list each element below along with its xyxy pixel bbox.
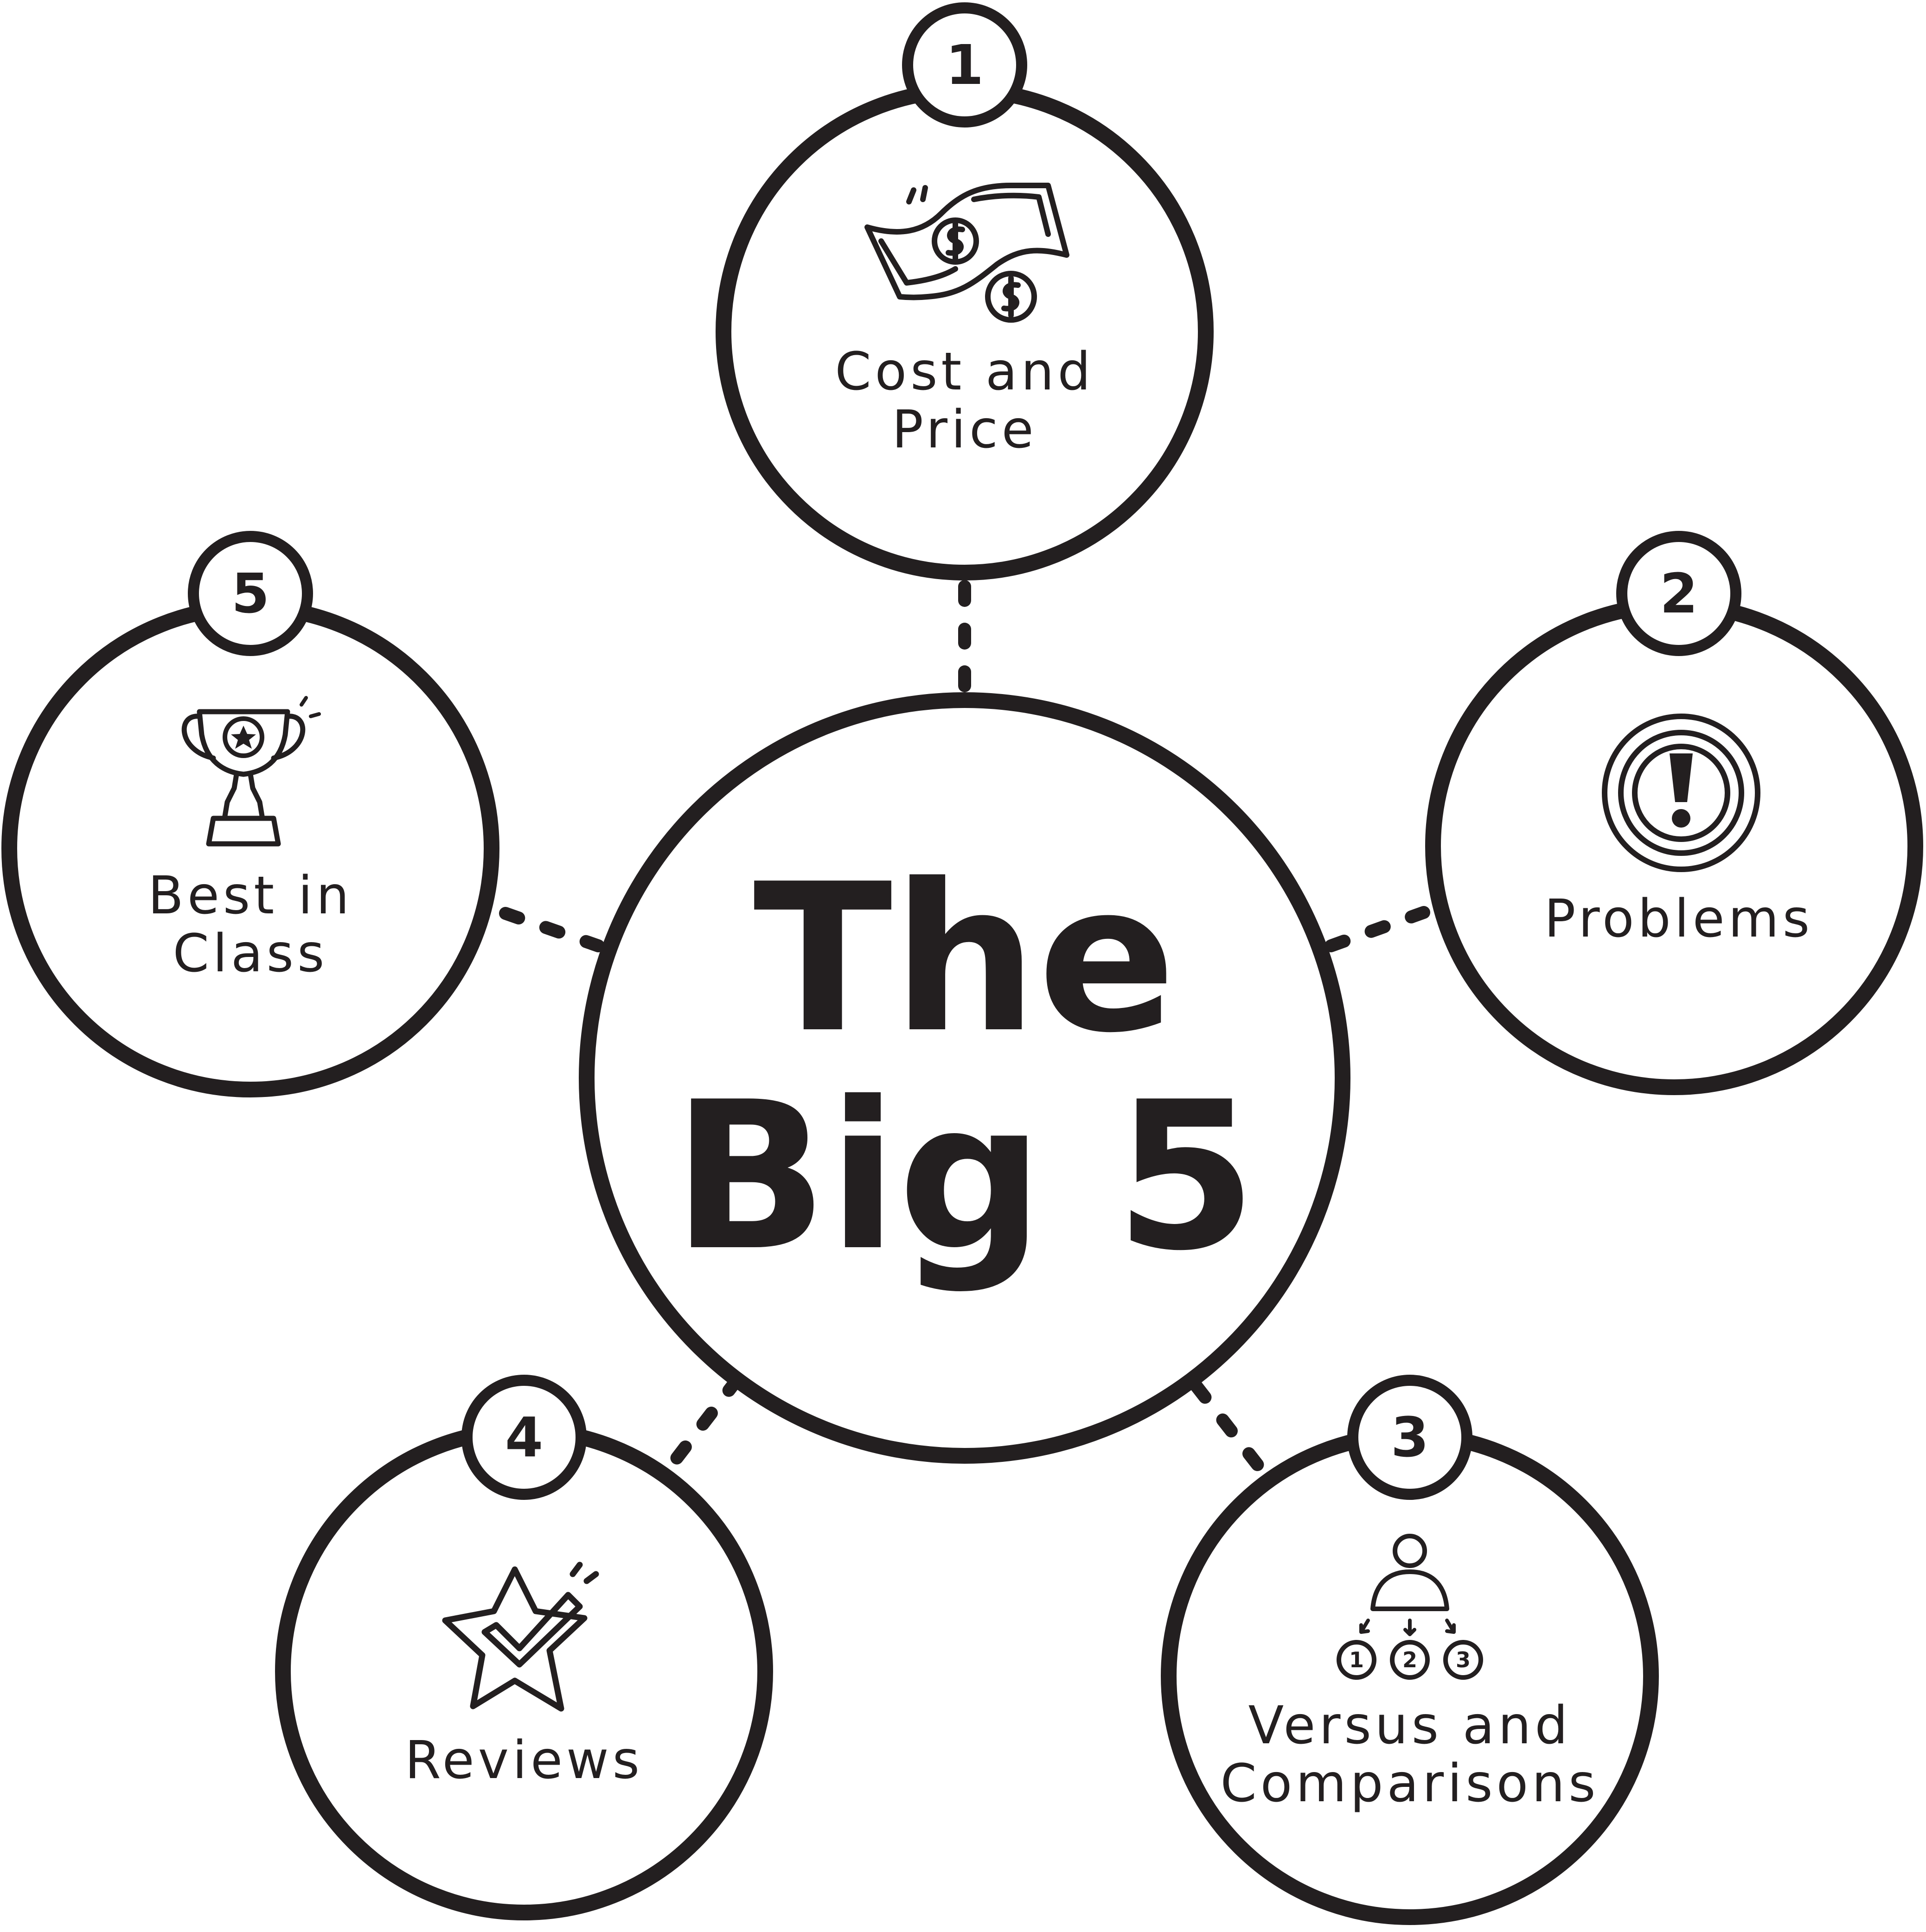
node-2-number: 2	[1660, 561, 1698, 625]
node-4-label: Reviews	[405, 1730, 643, 1791]
node-1-number: 1	[946, 33, 984, 97]
node-4: 4 Reviews	[275, 1375, 773, 1920]
node-4-number: 4	[505, 1405, 543, 1469]
node-4-badge	[461, 1375, 587, 1500]
node-5-label-line-2: Class	[173, 924, 328, 984]
star-check-icon	[442, 1562, 599, 1712]
node-5-number: 5	[231, 561, 269, 625]
node-3-badge	[1347, 1375, 1472, 1500]
connector-2	[1325, 906, 1430, 952]
trophy-icon	[181, 696, 321, 847]
comparison-icon: 1 2 3	[1337, 1534, 1483, 1680]
node-3: 3 1 2 3 Versus and Comparisons	[1161, 1375, 1659, 1925]
connectors	[499, 580, 1430, 1476]
node-1-badge	[902, 2, 1027, 128]
connector-4	[661, 1373, 744, 1476]
node-2: 2 Problems	[1425, 531, 1923, 1095]
node-2-badge	[1616, 531, 1741, 656]
connector-5	[499, 907, 605, 952]
node-3-number: 3	[1391, 1405, 1429, 1469]
node-1-label-line-1: Cost and	[835, 342, 1094, 402]
comparison-digit-3: 3	[1456, 1647, 1471, 1672]
title-line-2: Big 5	[672, 1058, 1257, 1295]
connector-3	[1190, 1380, 1268, 1476]
money-icon	[864, 182, 1069, 323]
node-5: 5 Best in Class	[1, 531, 499, 1097]
node-3-label-line-2: Comparisons	[1221, 1753, 1600, 1814]
central-node: The Big 5	[579, 692, 1350, 1464]
comparison-digit-2: 2	[1402, 1647, 1417, 1672]
comparison-digit-1: 1	[1349, 1647, 1364, 1672]
node-3-label-line-1: Versus and	[1248, 1696, 1572, 1756]
node-1-label-line-2: Price	[892, 400, 1037, 460]
node-5-label-line-1: Best in	[148, 866, 353, 926]
node-5-badge	[188, 531, 313, 656]
title-line-1: The	[753, 840, 1176, 1078]
node-2-label: Problems	[1544, 889, 1813, 949]
warning-icon	[1602, 714, 1760, 872]
node-1: 1 Cost and Price	[716, 2, 1214, 580]
